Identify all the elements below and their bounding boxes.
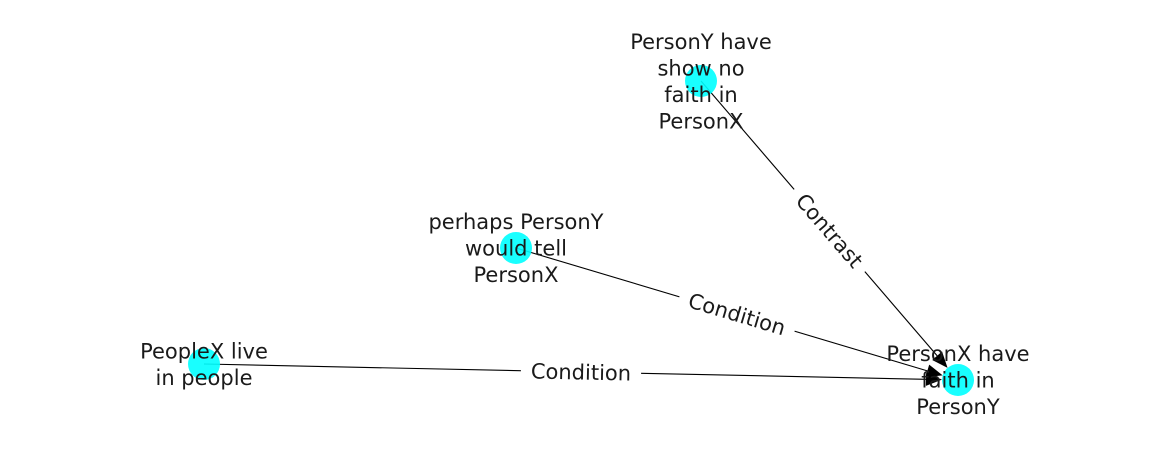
edge-label-group: Condition xyxy=(675,283,799,345)
edge-label: Condition xyxy=(531,359,632,385)
node-circle-n3[interactable] xyxy=(188,348,220,380)
nodes-layer xyxy=(188,65,974,396)
node-label-line: PersonX have xyxy=(886,342,1029,366)
node-label-line: PersonY have xyxy=(630,30,772,54)
node-label-line: PersonY xyxy=(916,395,1000,419)
edge-n2-n4: Condition xyxy=(515,247,943,378)
edge-label: Contrast xyxy=(791,189,868,273)
edge-n3-n4: Condition xyxy=(203,356,943,388)
arrowhead-icon xyxy=(925,372,943,386)
node-label-line: in people xyxy=(155,366,252,390)
edge-label-background xyxy=(675,283,799,345)
edge-label-group: Condition xyxy=(520,356,642,388)
node-label-line: PeopleX live xyxy=(140,339,268,363)
edge-label: Condition xyxy=(685,289,788,341)
arrowhead-icon xyxy=(932,351,948,368)
node-circle-n2[interactable] xyxy=(500,232,532,264)
node-circle-n1[interactable] xyxy=(685,65,717,97)
edge-label-background xyxy=(520,356,642,388)
node-label-line: faith in xyxy=(921,369,994,393)
arrowhead-icon xyxy=(925,364,943,378)
node-label-n3: PeopleX live in people xyxy=(140,339,268,390)
node-label-line: PersonX xyxy=(474,263,559,287)
node-label-line: faith in xyxy=(664,83,737,107)
edge-label-background xyxy=(783,180,876,281)
node-label-line: show no xyxy=(657,56,744,80)
edge-label-group: Contrast xyxy=(783,180,876,281)
node-label-line: PersonX xyxy=(659,109,744,133)
node-label-line: would tell xyxy=(465,237,567,261)
node-circle-n4[interactable] xyxy=(942,364,974,396)
node-label-line: perhaps PersonY xyxy=(428,210,603,234)
